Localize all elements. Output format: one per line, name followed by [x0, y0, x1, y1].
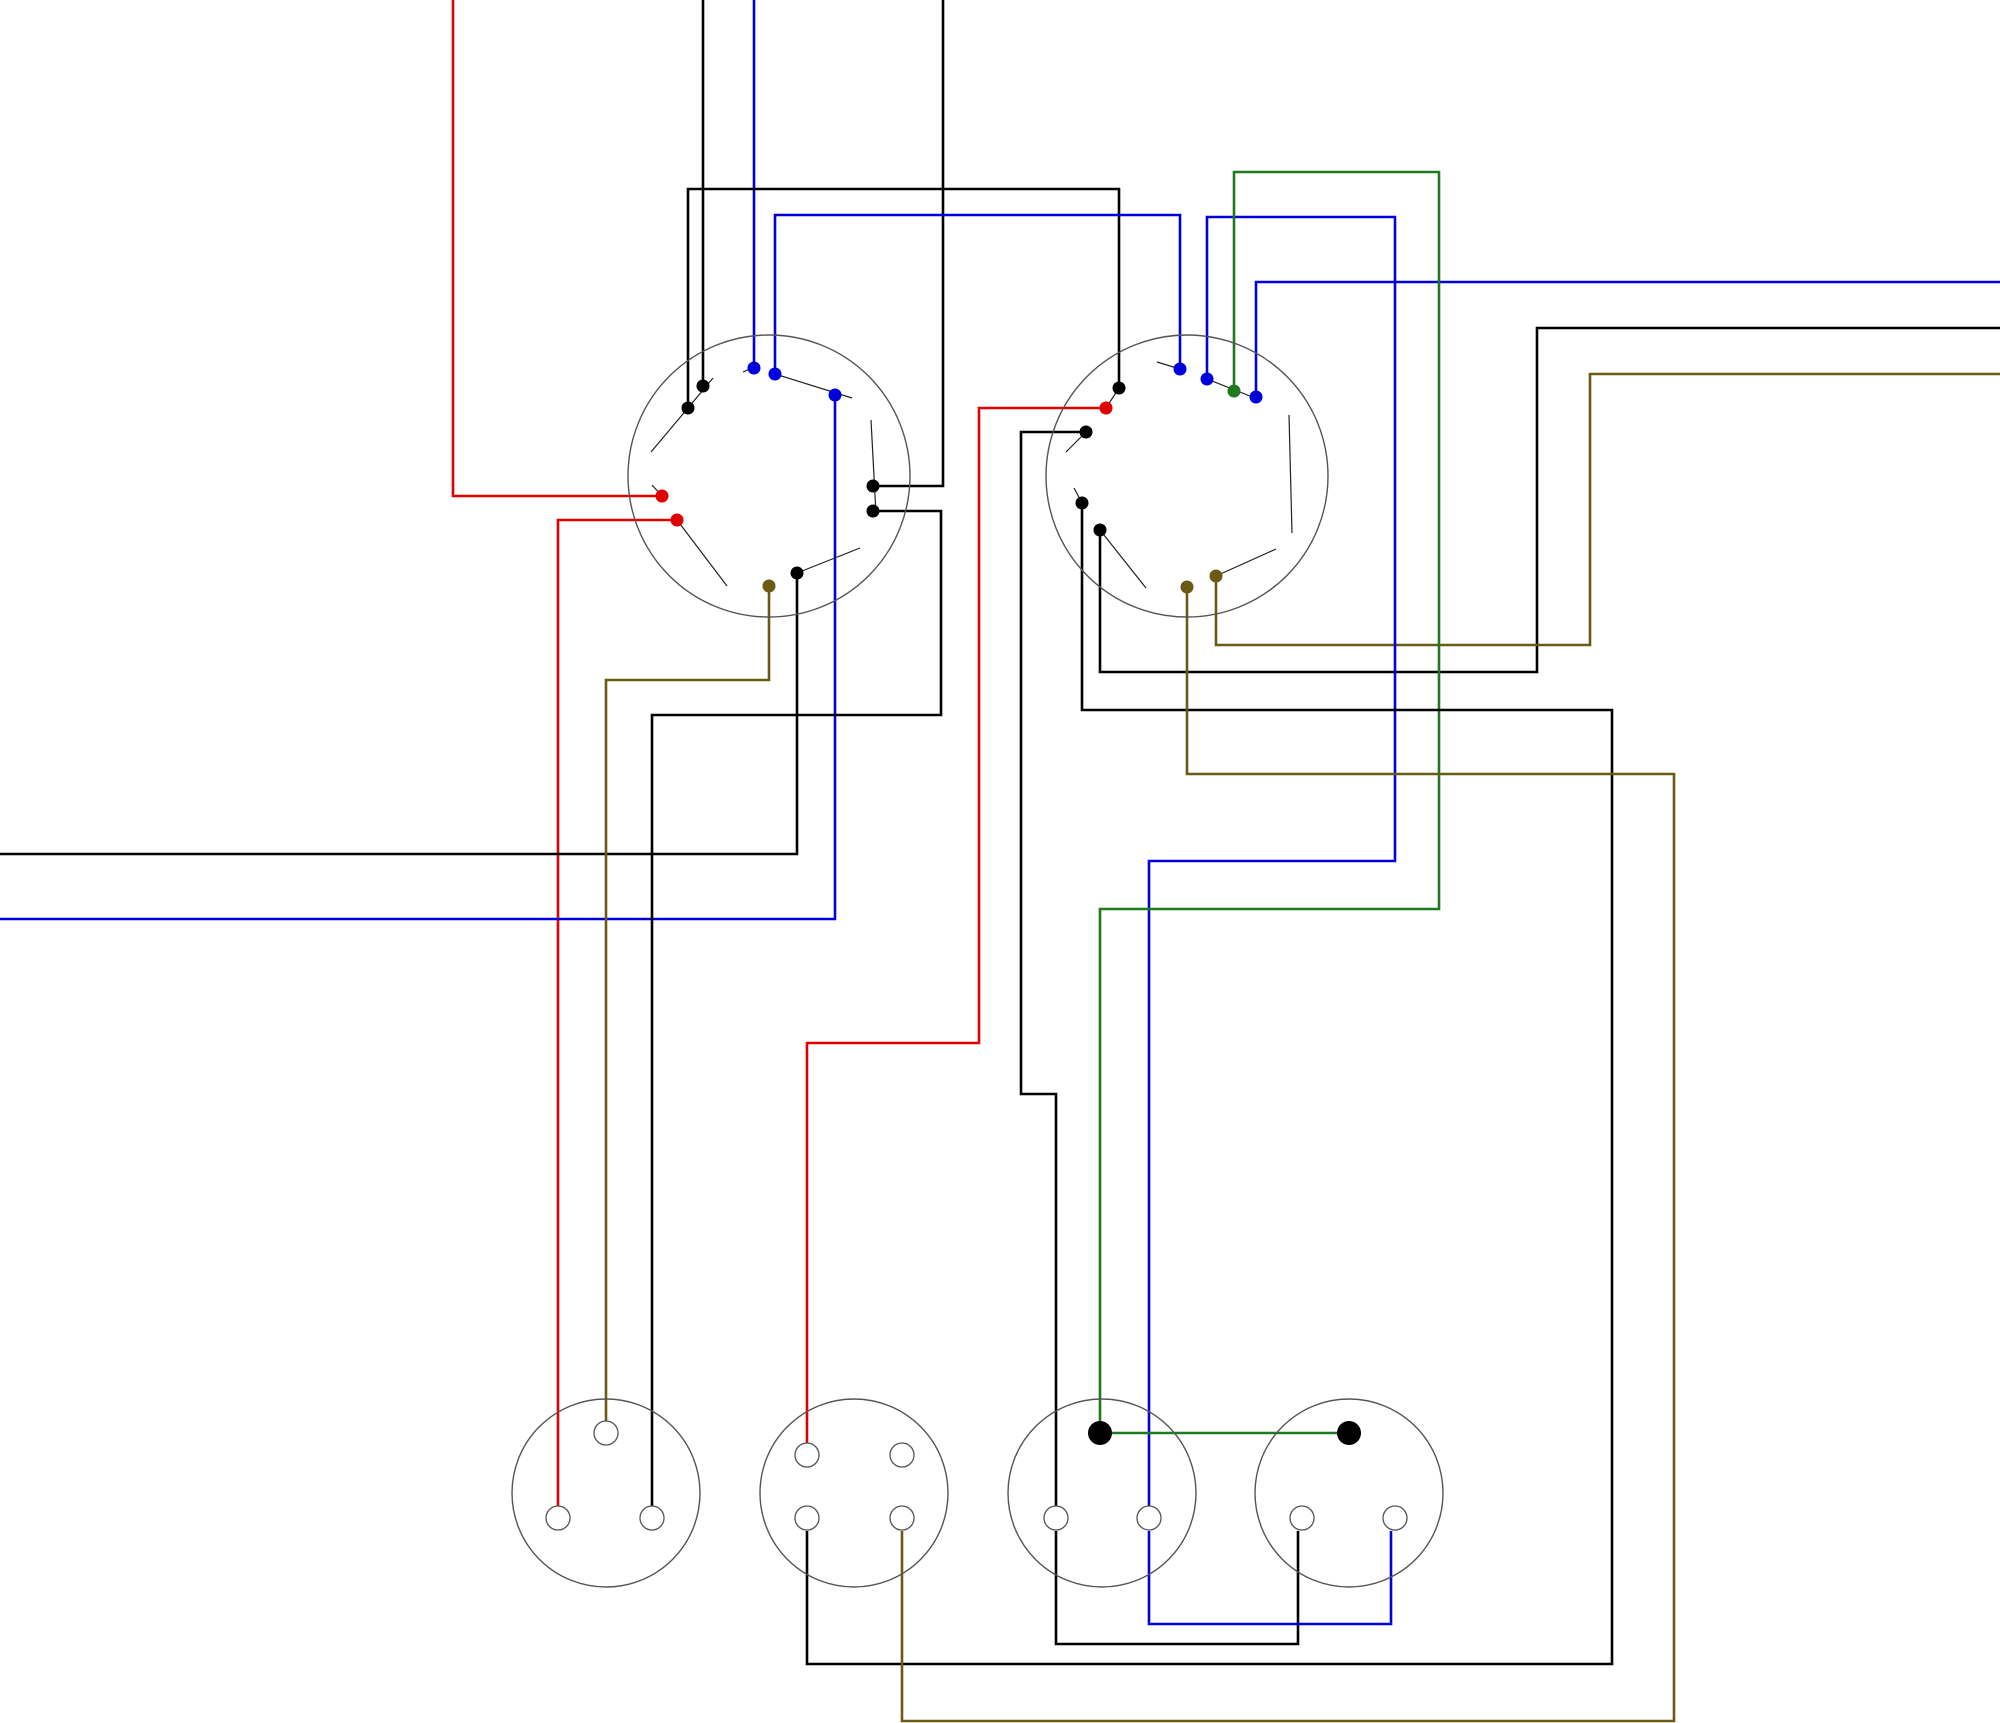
wire-black-to-left-edge: [0, 573, 799, 856]
wire-black-top-2: [873, 0, 945, 488]
wire-black-bridge: [686, 187, 1121, 408]
switch-2-contact: [1288, 414, 1293, 534]
wire-brown-to-xlr1: [604, 586, 771, 1423]
switch-2-contact: [1215, 548, 1277, 577]
xlr-connector-1: [511, 1398, 701, 1588]
connector-4-body: [1254, 1398, 1444, 1588]
switch-2-contact: [1099, 529, 1147, 589]
connector-2-body: [759, 1398, 949, 1588]
connector-pin: [794, 1442, 820, 1468]
terminal-dot: [828, 388, 842, 402]
wire-blue-bridge: [773, 213, 1182, 374]
connector-3-body: [1007, 1398, 1197, 1588]
wire-red-left-2: [556, 518, 677, 1518]
connector-pin: [1382, 1505, 1408, 1531]
terminal-dot: [696, 379, 710, 393]
switch-1-body: [627, 334, 911, 618]
wire-green-to-xlr3: [1098, 170, 1441, 1433]
terminal-dot: [681, 401, 695, 415]
wire-blue-to-left-edge: [0, 395, 837, 921]
wire-red-to-xlr2: [805, 406, 1106, 1443]
connector-pin: [639, 1505, 665, 1531]
connector-pin: [545, 1505, 571, 1531]
terminal-dot: [747, 361, 761, 375]
connector-pin: [794, 1505, 820, 1531]
rotary-switch-2: [1045, 334, 1329, 618]
terminal-dot: [762, 579, 776, 593]
terminal-dot: [1112, 381, 1126, 395]
wire-black-to-xlr1: [650, 509, 943, 1507]
terminal-dot: [866, 479, 880, 493]
terminal-dot: [670, 513, 684, 527]
terminal-dot: [790, 566, 804, 580]
connector-pin: [1043, 1505, 1069, 1531]
switch-1-contact: [796, 547, 861, 574]
connector-pin-filled: [1088, 1421, 1112, 1445]
switch-1-contact: [687, 377, 714, 409]
terminal-dot: [1173, 362, 1187, 376]
terminal-dot: [1249, 390, 1263, 404]
connector-1-body: [511, 1398, 701, 1588]
xlr-connector-4: [1254, 1398, 1444, 1588]
wire-black-right-edge: [1098, 326, 2000, 674]
connector-pin: [889, 1442, 915, 1468]
wire-brown-right-edge: [1214, 372, 2000, 647]
switch-2-body: [1045, 334, 1329, 618]
switch-1-contact: [870, 419, 877, 515]
connector-pin: [1136, 1505, 1162, 1531]
terminals: [655, 361, 1263, 594]
terminal-dot: [1079, 425, 1093, 439]
terminal-dot: [1099, 401, 1113, 415]
wire-blue-to-xlr3: [1147, 215, 1397, 1507]
terminal-dot: [655, 489, 669, 503]
terminal-dot: [1200, 372, 1214, 386]
terminal-dot: [1093, 523, 1107, 537]
xlr-connector-2: [759, 1398, 949, 1588]
connector-pin: [1289, 1505, 1315, 1531]
switch-1-contact: [650, 407, 689, 453]
terminal-dot: [768, 367, 782, 381]
terminal-dot: [1227, 384, 1241, 398]
xlr-connector-3: [1007, 1398, 1197, 1588]
switch-1-contact: [676, 519, 728, 587]
wire-brown-loop-xlr2: [900, 587, 1676, 1723]
connector-pin: [593, 1420, 619, 1446]
wire-black-xlr3-xlr4: [1054, 1531, 1300, 1646]
terminal-dot: [1180, 580, 1194, 594]
wire-red-left-1: [451, 0, 662, 498]
wire-black-loop-xlr2: [805, 503, 1614, 1666]
terminal-dot: [1075, 496, 1089, 510]
rotary-switch-1: [627, 334, 911, 618]
wire-blue-right-edge: [1254, 280, 2000, 397]
connector-pin-filled: [1337, 1421, 1361, 1445]
wire-black-to-xlr3: [1019, 430, 1086, 1507]
terminal-dot: [866, 504, 880, 518]
terminal-dot: [1209, 569, 1223, 583]
connector-pin: [889, 1505, 915, 1531]
